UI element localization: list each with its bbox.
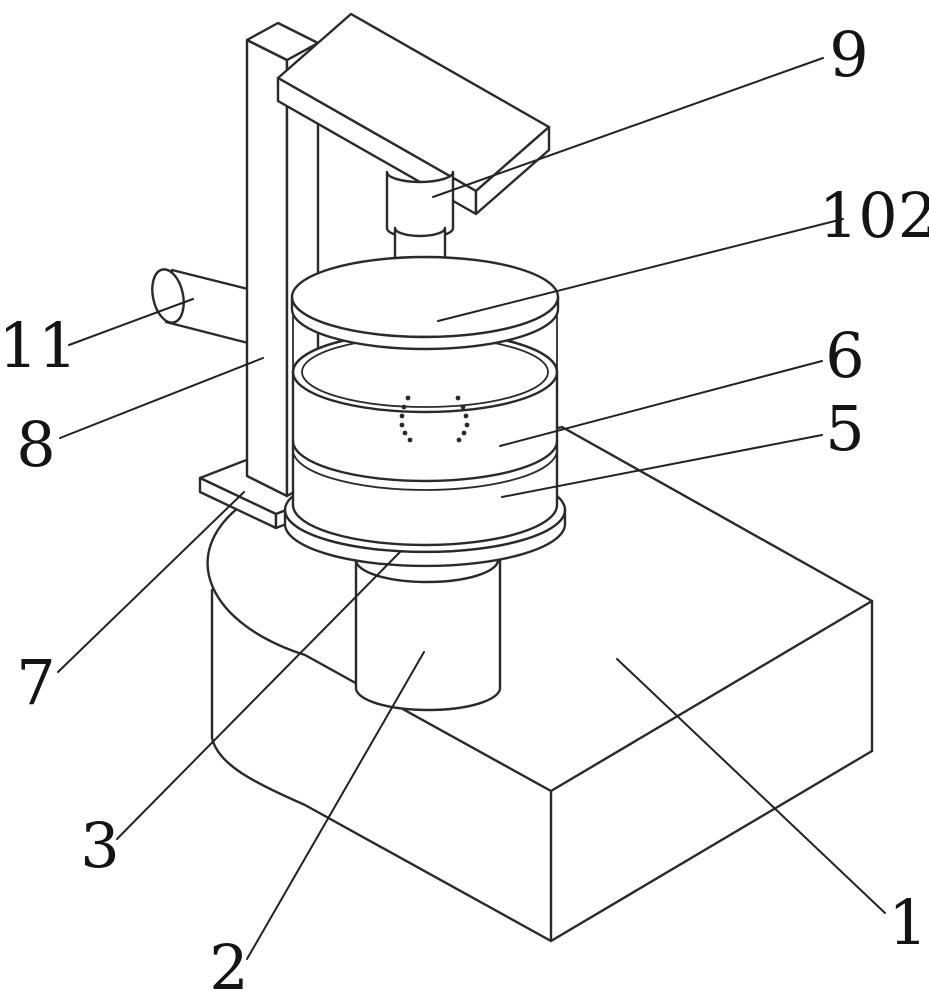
perforation-dot: [399, 413, 405, 419]
leader-line-102: [437, 218, 844, 322]
perforation-dot: [463, 413, 469, 419]
leader-line-1: [616, 658, 886, 914]
leader-line-2: [246, 651, 425, 960]
leader-line-8: [59, 357, 264, 439]
perforation-dot: [461, 430, 467, 436]
leader-line-5: [501, 434, 823, 498]
arm-end-face: [474, 125, 551, 216]
ref-label-7: 7: [16, 646, 55, 719]
leader-line-11: [68, 298, 194, 346]
perforation-dot: [460, 404, 466, 410]
perforation-dot: [402, 430, 408, 436]
perforation-dot: [456, 437, 462, 443]
leader-line-7: [57, 491, 245, 673]
reference-numerals: 9 102 6 5 11 8 7 3 2 1: [0, 18, 929, 1000]
side-pipe: [151, 268, 254, 346]
ref-label-11: 11: [0, 309, 77, 382]
column-front-face: [245, 38, 289, 498]
leader-line-9: [432, 57, 824, 198]
leader-line-3: [116, 550, 402, 840]
base-bottom-silhouette: [210, 736, 874, 943]
ref-label-6: 6: [825, 319, 864, 392]
perforation-dot: [405, 395, 411, 401]
disc-rim: [290, 295, 560, 351]
top-arm: [276, 12, 551, 216]
flange-rim: [283, 508, 567, 568]
drum-body: [291, 330, 559, 547]
perforation-dot: [455, 395, 461, 401]
perforation-dot: [401, 404, 407, 410]
press-head-upper: [385, 170, 455, 240]
ref-label-5: 5: [825, 392, 864, 465]
drum-joint-lower: [292, 449, 558, 491]
top-disc: [290, 255, 560, 351]
perforation-dot: [464, 422, 470, 428]
ref-label-1: 1: [888, 886, 927, 959]
ref-label-3: 3: [80, 809, 119, 882]
perforation-dot: [399, 422, 405, 428]
ref-label-9: 9: [829, 18, 868, 91]
perforation-dot: [407, 437, 413, 443]
perforation-dots: [399, 395, 470, 443]
inner-cylinder-body: [354, 550, 502, 712]
pipe-end-cap: [151, 268, 185, 324]
ref-label-2: 2: [209, 931, 248, 1000]
leader-line-6: [499, 360, 823, 447]
drum-joint-upper: [291, 439, 559, 483]
inner-cylinder: [354, 550, 502, 712]
leader-lines: [57, 57, 886, 960]
ref-label-8: 8: [16, 408, 55, 481]
ref-label-102: 102: [819, 179, 929, 252]
